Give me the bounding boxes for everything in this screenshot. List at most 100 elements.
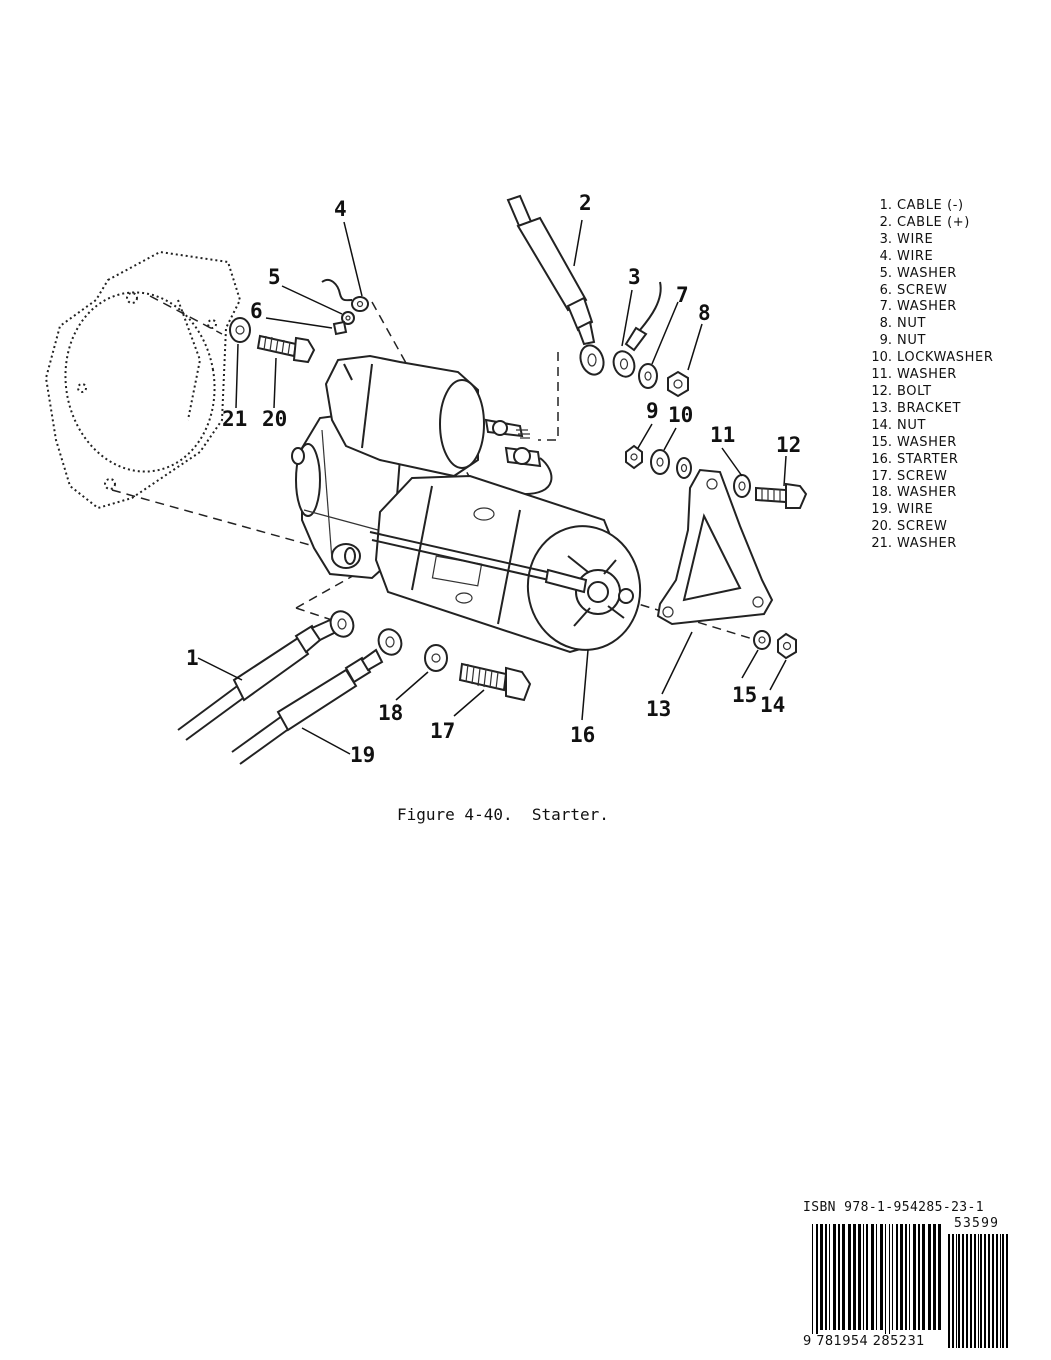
legend-item-number: 12. — [871, 383, 892, 399]
wire-3 — [612, 281, 662, 378]
barcode-bars — [812, 1224, 1008, 1348]
legend-item-number: 13. — [871, 400, 892, 416]
engine-flange-outline — [44, 250, 242, 510]
legend-item-name: STARTER — [897, 451, 959, 467]
callout-8: 8 — [698, 301, 711, 325]
callout-12: 12 — [776, 433, 801, 457]
barcode-bar — [816, 1224, 818, 1336]
legend-item-number: 18. — [871, 485, 892, 501]
callout-1: 1 — [186, 646, 199, 670]
legend-item-number: 5. — [879, 265, 892, 281]
callout-5: 5 — [268, 265, 281, 289]
legend-item-number: 6. — [879, 282, 892, 298]
barcode-bar — [996, 1234, 998, 1348]
callout-14: 14 — [760, 693, 785, 717]
legend-item-number: 15. — [871, 434, 892, 450]
lockwasher-10 — [650, 449, 670, 475]
barcode-bar — [952, 1234, 954, 1348]
barcode-bar — [812, 1224, 813, 1336]
barcode-bar — [1002, 1234, 1004, 1348]
barcode-bar — [980, 1234, 982, 1348]
callout-6: 6 — [250, 299, 263, 323]
legend-item: 9. NUT — [862, 333, 1042, 350]
legend-item: 14. NUT — [862, 418, 1042, 435]
legend-item-name: BRACKET — [897, 400, 962, 416]
legend-item-number: 21. — [871, 536, 892, 552]
cable-positive — [506, 194, 605, 376]
barcode-bar — [829, 1224, 830, 1330]
barcode-bar — [842, 1224, 845, 1330]
legend-item-name: CABLE (-) — [897, 198, 964, 213]
legend-item: 3.WIRE — [862, 232, 1042, 249]
legend-item-number: 11. — [871, 367, 892, 383]
legend-item: 4.WIRE — [862, 249, 1042, 266]
barcode-bar — [956, 1234, 957, 1348]
legend-item-number: 17. — [871, 468, 892, 484]
callout-7: 7 — [676, 283, 689, 307]
legend-item-name: NUT — [897, 316, 926, 332]
legend-item-name: NUT — [897, 333, 926, 349]
barcode-bar — [880, 1224, 883, 1330]
legend-item-name: WASHER — [897, 434, 957, 450]
legend-item-number: 14. — [871, 417, 892, 433]
legend-item: 8.NUT — [862, 316, 1042, 333]
legend-item-name: SCREW — [897, 282, 948, 298]
price-code: 53599 — [954, 1216, 1000, 1231]
legend-item: 13. BRACKET — [862, 401, 1042, 418]
legend-item-name: LOCKWASHER — [897, 350, 994, 366]
callout-21: 21 — [222, 407, 247, 431]
barcode-bar — [863, 1224, 864, 1330]
legend-item-number: 20. — [871, 519, 892, 535]
barcode-bar — [853, 1224, 856, 1330]
barcode-bar — [900, 1224, 903, 1330]
wire-19 — [231, 628, 403, 765]
washer-21 — [229, 317, 251, 343]
callout-labels: 1 2 3 4 5 6 7 8 9 10 11 12 13 14 15 16 1… — [186, 191, 801, 767]
washer-7 — [638, 363, 658, 389]
legend-item: 12. BOLT — [862, 384, 1042, 401]
barcode-bar — [984, 1234, 986, 1348]
barcode-bar — [896, 1224, 898, 1330]
barcode-bar — [978, 1234, 979, 1348]
legend-item: 18.WASHER — [862, 485, 1042, 502]
legend-item: 6. SCREW — [862, 283, 1042, 300]
legend-item: 15. WASHER — [862, 435, 1042, 452]
callout-17: 17 — [430, 719, 455, 743]
barcode-bar — [948, 1234, 950, 1348]
washer-5-screw-6 — [332, 311, 355, 336]
barcode-bar — [966, 1234, 968, 1348]
washer-18 — [424, 644, 448, 672]
callout-13: 13 — [646, 697, 671, 721]
barcode-bar — [838, 1224, 840, 1330]
legend-item-name: WASHER — [897, 265, 957, 281]
legend-item: 1.CABLE (-) — [862, 198, 1042, 215]
bracket-13 — [656, 468, 774, 626]
legend-item: 5. WASHER — [862, 266, 1042, 283]
barcode-bar — [885, 1224, 886, 1336]
legend-item-name: WASHER — [897, 536, 957, 552]
callout-18: 18 — [378, 701, 403, 725]
legend-item: 20.SCREW — [862, 519, 1042, 536]
callout-9: 9 — [646, 399, 659, 423]
legend-item-name: WIRE — [897, 248, 934, 264]
screw-17 — [458, 662, 532, 702]
legend-item-number: 19. — [871, 502, 892, 518]
legend-item-name: BOLT — [897, 383, 932, 399]
legend-item: 19. WIRE — [862, 502, 1042, 519]
legend-item-number: 9. — [879, 333, 892, 349]
nut-9 — [625, 444, 643, 470]
legend-item-name: SCREW — [897, 468, 948, 484]
barcode-bar — [922, 1224, 925, 1330]
legend-item-name: WASHER — [897, 367, 957, 383]
washer-15 — [753, 630, 771, 650]
legend-item-number: 10. — [871, 350, 892, 366]
isbn-barcode — [800, 1196, 1012, 1352]
legend-item-name: WASHER — [897, 299, 957, 315]
legend-item-name: NUT — [897, 417, 926, 433]
barcode-bar — [958, 1234, 960, 1348]
barcode-bar — [825, 1224, 827, 1330]
legend-item-name: WIRE — [897, 502, 934, 518]
legend-item: 16.STARTER — [862, 452, 1042, 469]
bolt-12 — [755, 482, 808, 509]
